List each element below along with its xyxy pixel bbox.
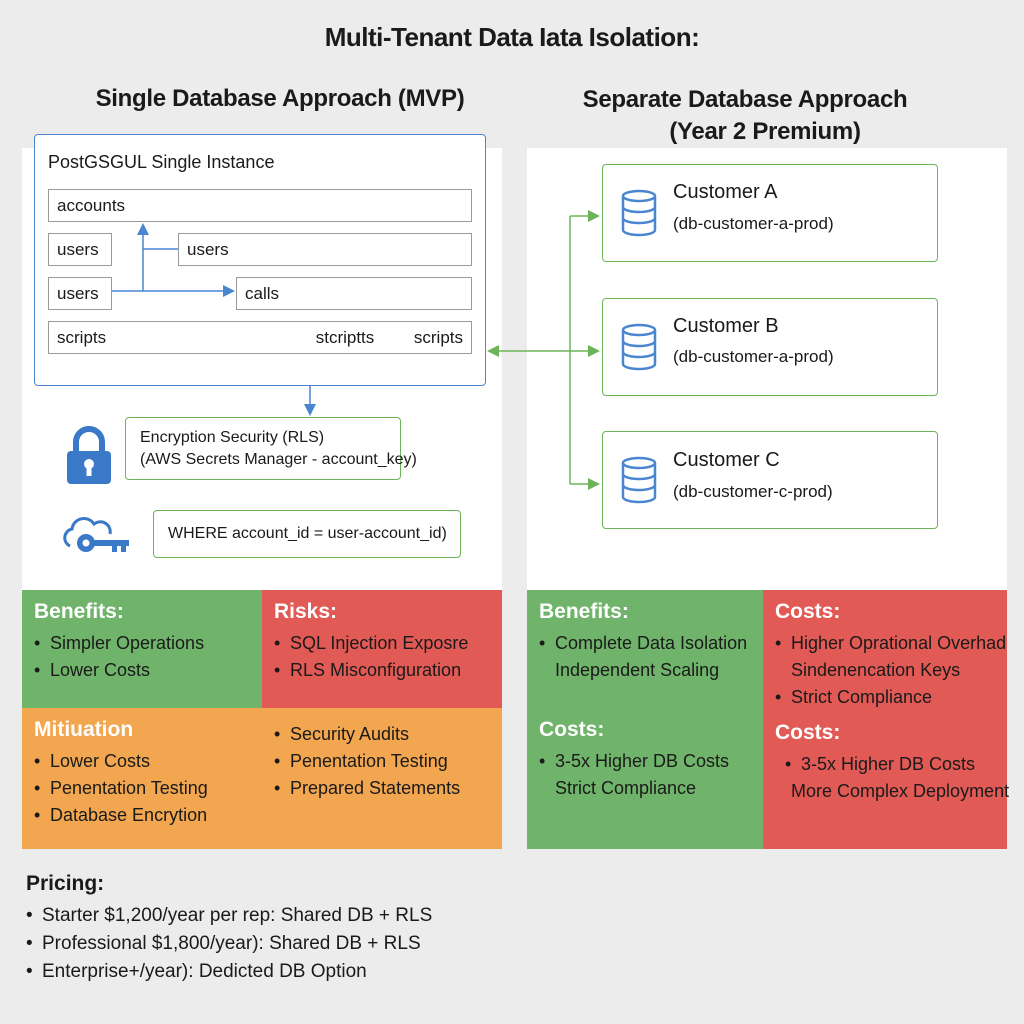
customer-a-box: Customer A (db-customer-a-prod) (602, 164, 938, 262)
left-benefit-item: Lower Costs (34, 657, 250, 684)
right-cost-item: Higher Oprational Overhad (775, 630, 1006, 657)
mitigation-item: Penentation Testing (274, 748, 460, 775)
customer-b-db: (db-customer-a-prod) (673, 347, 834, 366)
right-costs-bottom-title: Costs: (775, 721, 841, 744)
customer-b-name: Customer B (673, 315, 779, 337)
right-heading-line1: Separate Database Approach (582, 86, 908, 113)
pricing-section: Pricing: Starter $1,200/year per rep: Sh… (26, 872, 626, 986)
mitigation-item: Penentation Testing (34, 775, 490, 802)
table-calls-label: calls (245, 283, 280, 303)
right-benefits-cell: Benefits: Complete Data Isolation Indepe… (527, 590, 763, 849)
right-cost-item: 3-5x Higher DB Costs (775, 751, 995, 778)
mitigation-item: Lower Costs (34, 748, 490, 775)
where-clause-box: WHERE account_id = user-account_id) (153, 510, 461, 558)
right-benefit-item: Independent Scaling (555, 660, 720, 680)
left-risks-title: Risks: (274, 600, 338, 623)
left-benefits-cell: Benefits: Simpler Operations Lower Costs (22, 590, 262, 708)
right-costs-cell: Costs: Higher Oprational Overhad Sindene… (763, 590, 1010, 849)
left-benefit-item: Simpler Operations (34, 630, 250, 657)
pricing-title: Pricing: (26, 872, 105, 895)
diagram-title: Multi-Tenant Data Iata Isolation: (324, 22, 700, 52)
customer-a-name: Customer A (673, 181, 778, 203)
right-cost-item: Strict Compliance (555, 778, 697, 798)
table-users-lower: users (48, 277, 112, 310)
customer-c-db: (db-customer-c-prod) (673, 482, 833, 501)
encryption-line2: (AWS Secrets Manager - account_key) (140, 451, 417, 468)
left-risk-item: SQL Injection Exposre (274, 630, 490, 657)
mitigation-item: Database Encrytion (34, 802, 490, 829)
database-icon (621, 456, 657, 504)
customer-a-db: (db-customer-a-prod) (673, 214, 834, 233)
database-icon (621, 323, 657, 371)
cloud-key-icon (63, 517, 129, 552)
left-benefits-title: Benefits: (34, 600, 124, 623)
encryption-line1: Encryption Security (RLS) (140, 429, 325, 446)
table-accounts-label: accounts (57, 195, 126, 215)
left-risks-cell: Risks: SQL Injection Exposre RLS Misconf… (262, 590, 502, 708)
right-cost-item: Strict Compliance (775, 684, 995, 711)
right-benefit-item: Complete Data Isolation (539, 630, 751, 657)
right-cost-item: 3-5x Higher DB Costs (539, 748, 751, 775)
left-heading: Single Database Approach (MVP) (95, 85, 465, 112)
table-users-right: users (178, 233, 472, 266)
table-users-lower-label: users (57, 283, 99, 303)
right-costs-top-title: Costs: (775, 600, 841, 623)
encryption-box: Encryption Security (RLS) (AWS Secrets M… (125, 417, 417, 480)
pricing-item: Professional $1,800/year): Shared DB + R… (26, 930, 626, 958)
table-accounts: accounts (48, 189, 472, 222)
table-scripts: scripts stcriptts scripts (48, 321, 472, 354)
table-users-left-label: users (57, 239, 99, 259)
customer-b-box: Customer B (db-customer-a-prod) (602, 298, 938, 396)
where-clause: WHERE account_id = user-account_id) (168, 525, 447, 542)
customer-c-name: Customer C (673, 449, 780, 471)
table-users-left: users (48, 233, 112, 266)
right-costs-left-title: Costs: (539, 718, 605, 741)
right-cost-item: Sindenencation Keys (791, 660, 961, 680)
instance-label: PostGSGUL Single Instance (48, 152, 275, 172)
mitigation-title: Mitiuation (34, 718, 134, 741)
scripts-label-2: stcriptts (315, 327, 375, 347)
mitigation-item: Prepared Statements (274, 775, 460, 802)
right-heading-line2: (Year 2 Premium) (669, 118, 861, 145)
right-benefits-title: Benefits: (539, 600, 629, 623)
mitigation-item: Security Audits (274, 721, 460, 748)
mitigation-cell: Mitiuation Lower Costs Penentation Testi… (22, 708, 502, 849)
pricing-item: Starter $1,200/year per rep: Shared DB +… (26, 902, 626, 930)
left-risk-item: RLS Misconfiguration (274, 657, 490, 684)
database-icon (621, 189, 657, 237)
lock-icon (67, 426, 111, 484)
right-cost-item: More Complex Deployment (791, 781, 1010, 801)
customer-c-box: Customer C (db-customer-c-prod) (602, 431, 938, 529)
scripts-label-3: scripts (413, 327, 463, 347)
table-calls: calls (236, 277, 472, 310)
pricing-item: Enterprise+/year): Dedicted DB Option (26, 958, 626, 986)
table-users-right-label: users (187, 239, 229, 259)
scripts-label-1: scripts (57, 327, 107, 347)
